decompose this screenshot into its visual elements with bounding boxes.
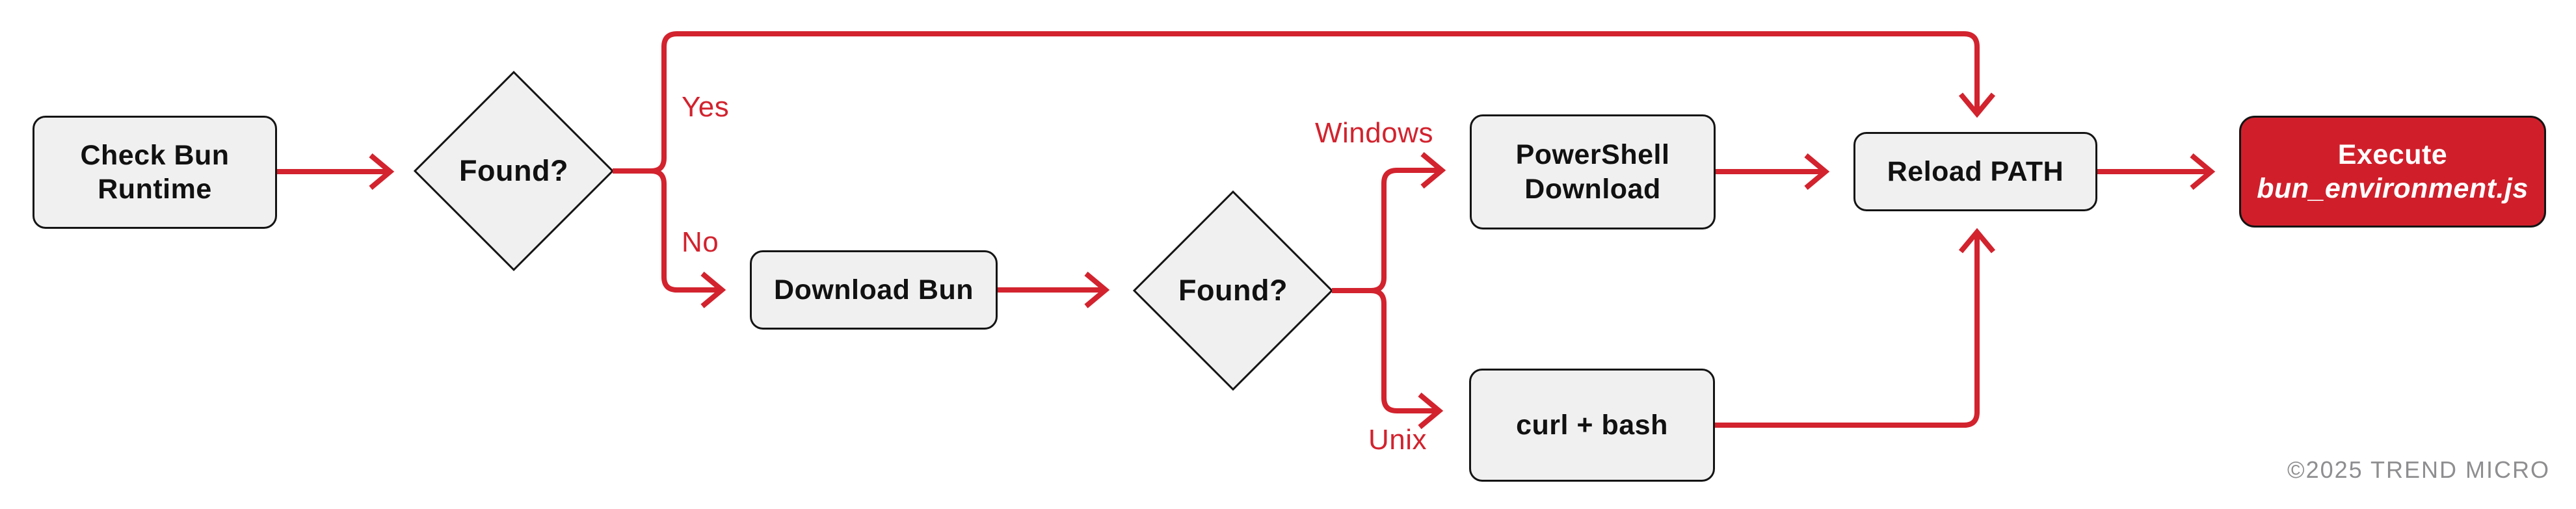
node-check-bun-runtime-line1: Check Bun xyxy=(80,139,230,171)
arrow-found2-unix-to-curl xyxy=(1332,288,1444,430)
decision-diamond-found-1 xyxy=(413,70,615,272)
node-check-bun-runtime: Check Bun Runtime xyxy=(33,116,277,229)
arrow-curl-to-reload xyxy=(1715,228,1996,428)
node-reload-path: Reload PATH xyxy=(1853,132,2097,211)
arrow-found1-yes-to-reload xyxy=(613,31,1996,174)
node-reload-path-label: Reload PATH xyxy=(1887,155,2064,187)
edge-label-unix: Unix xyxy=(1368,424,1427,456)
edge-label-yes: Yes xyxy=(682,91,730,123)
edge-label-windows: Windows xyxy=(1315,117,1433,149)
node-powershell-download-line2: Download xyxy=(1524,173,1661,205)
node-curl-bash-label: curl + bash xyxy=(1516,409,1668,441)
node-powershell-download-line1: PowerShell xyxy=(1515,139,1670,171)
node-powershell-download: PowerShell Download xyxy=(1470,114,1716,229)
arrow-check-to-found1 xyxy=(277,153,395,190)
node-download-bun-label: Download Bun xyxy=(774,274,974,306)
arrow-reload-to-execute xyxy=(2097,153,2216,190)
node-execute-line1: Execute xyxy=(2337,138,2448,170)
arrow-download-to-found2 xyxy=(998,271,1110,309)
node-execute-bun-environment: Execute bun_environment.js xyxy=(2239,116,2546,228)
copyright-text: ©2025 TREND MICRO xyxy=(2287,456,2550,483)
node-download-bun: Download Bun xyxy=(750,250,998,330)
edge-label-no: No xyxy=(682,226,719,258)
arrow-found1-no-to-download xyxy=(613,168,726,309)
node-curl-bash: curl + bash xyxy=(1469,369,1715,482)
arrow-powershell-to-reload xyxy=(1716,153,1830,190)
node-found-1-label: Found? xyxy=(459,154,568,187)
node-execute-line2: bun_environment.js xyxy=(2257,173,2529,204)
node-check-bun-runtime-line2: Runtime xyxy=(98,174,212,205)
decision-diamond-found-2 xyxy=(1132,190,1334,391)
arrow-found2-windows-to-powershell xyxy=(1332,151,1446,293)
node-found-2-label: Found? xyxy=(1178,274,1288,307)
